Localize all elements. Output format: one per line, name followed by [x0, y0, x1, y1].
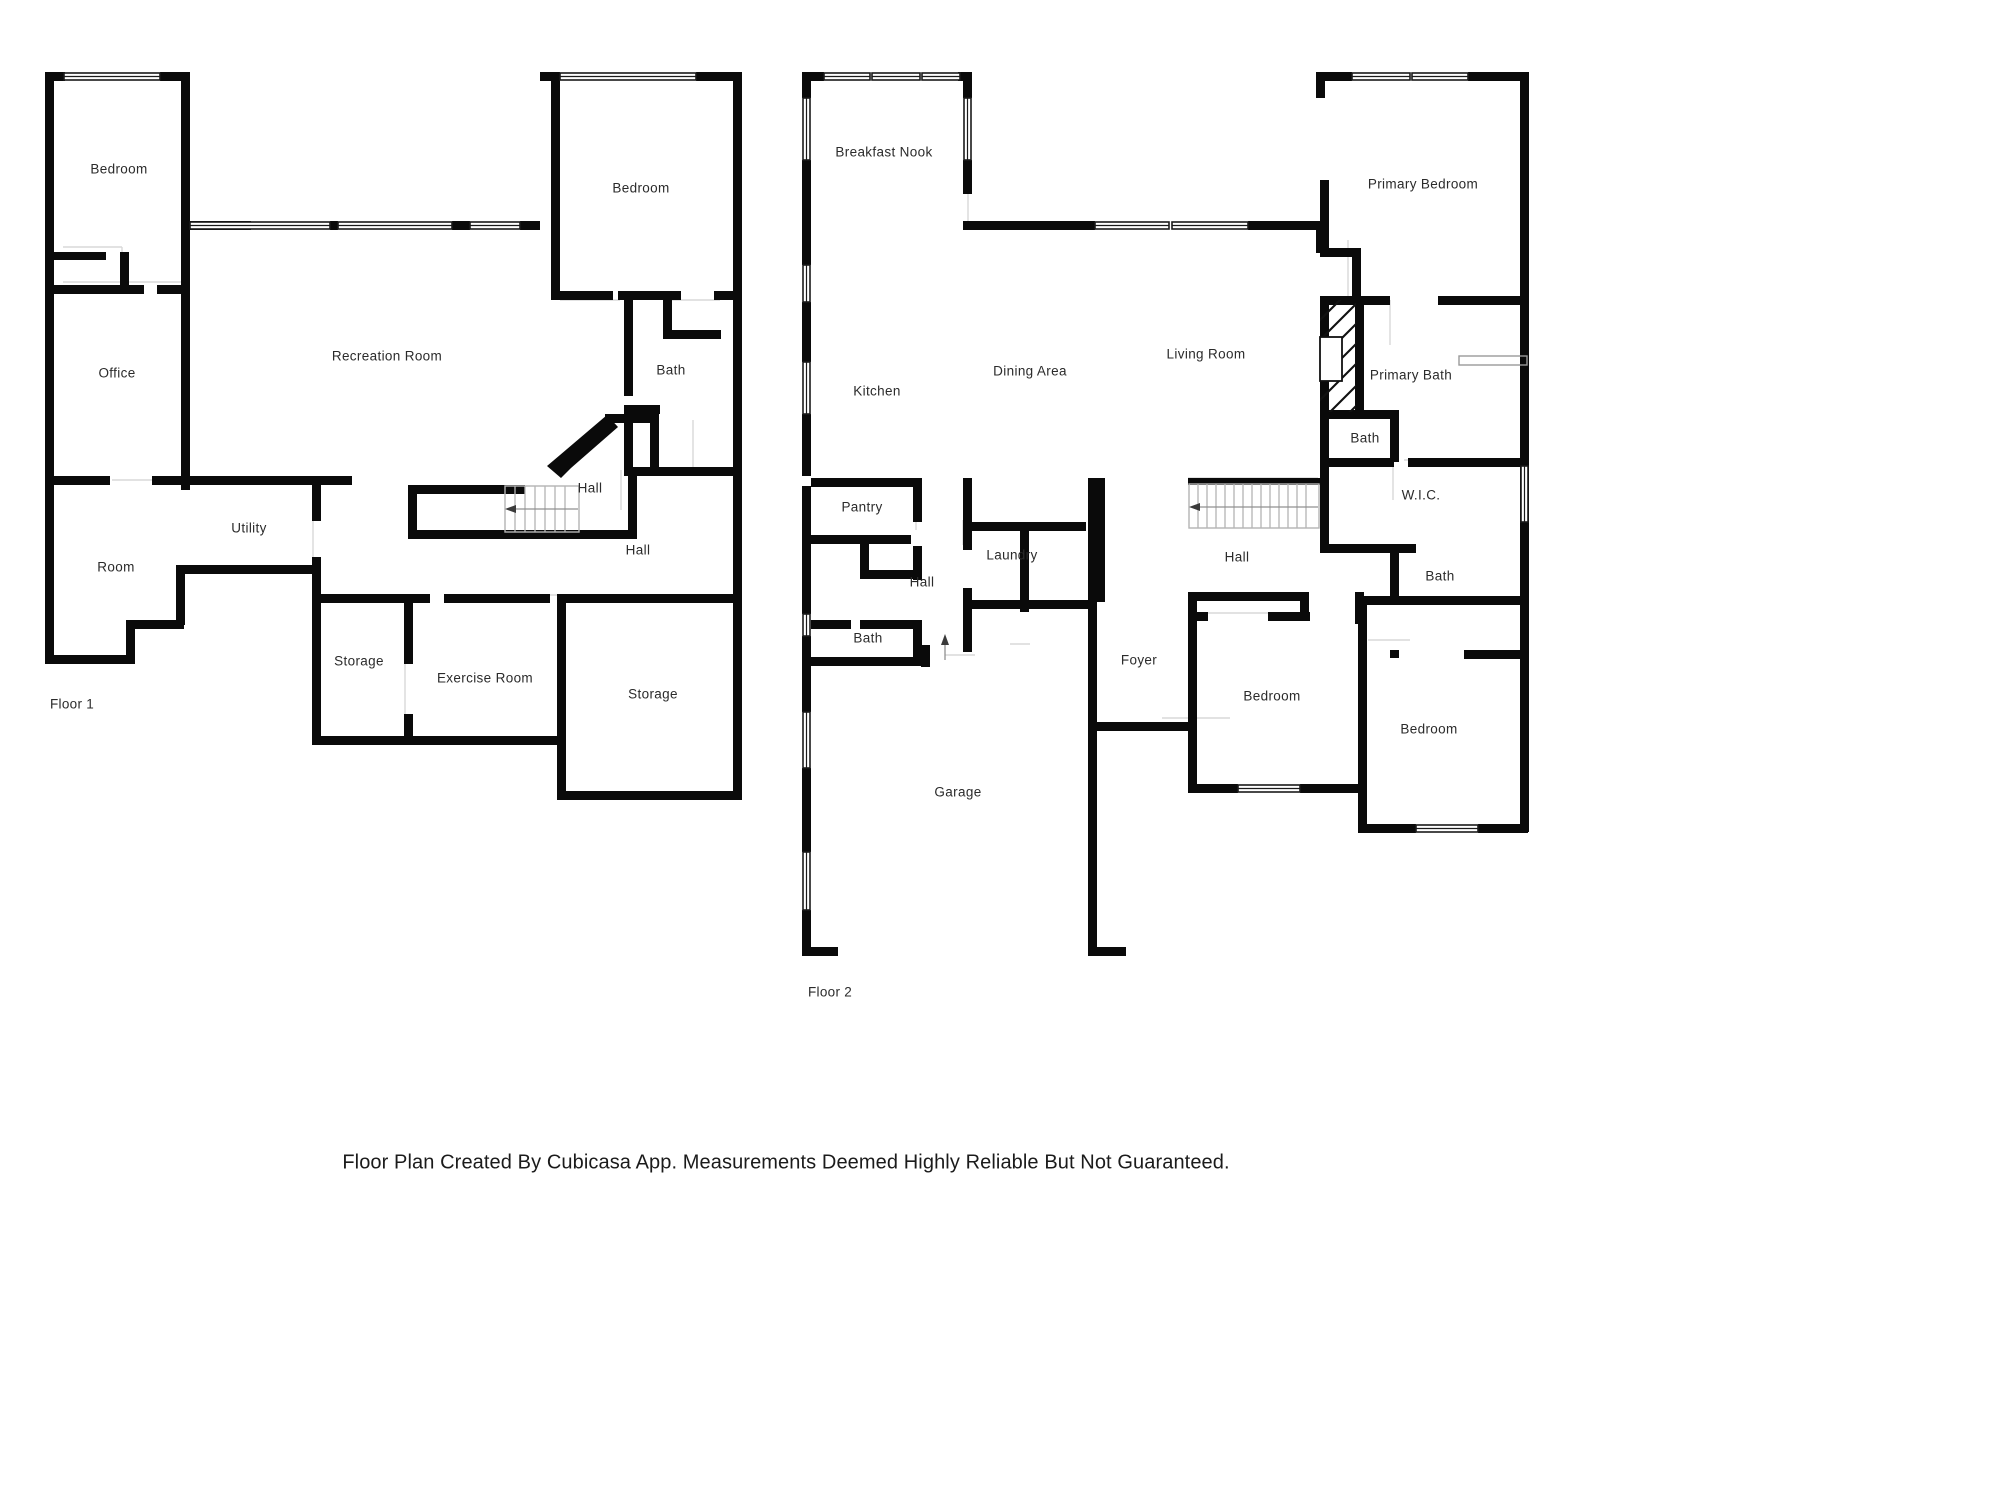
plan-caption: Floor Plan Created By Cubicasa App. Meas… [342, 1151, 1229, 1173]
room-label-breakfast-nook: Breakfast Nook [835, 145, 932, 160]
floor-1-walls [45, 72, 742, 800]
floor-1-stairs [504, 485, 580, 533]
room-label-laundry: Laundry [986, 548, 1037, 563]
room-label-pantry: Pantry [841, 500, 882, 515]
room-label-bedroom-f2b: Bedroom [1400, 722, 1457, 737]
room-label-storage: Storage [334, 654, 384, 669]
room-label-bedroom-2: Bedroom [612, 181, 669, 196]
room-label-hall-f2a: Hall [910, 575, 935, 590]
room-label-exercise-room: Exercise Room [437, 671, 533, 686]
room-label-bath-f2c: Bath [853, 631, 882, 646]
room-label-living-room: Living Room [1167, 347, 1246, 362]
floor-2-stairs [1188, 483, 1320, 529]
floor-2-label: Floor 2 [808, 985, 852, 1000]
fireplace-hatch-icon [1319, 300, 1356, 412]
room-label-hall-f2b: Hall [1225, 550, 1250, 565]
room-label-office: Office [98, 366, 135, 381]
room-label-wic: W.I.C. [1402, 488, 1441, 503]
room-label-utility: Utility [231, 521, 266, 536]
room-label-bath: Bath [656, 363, 685, 378]
room-label-hall: Hall [578, 481, 603, 496]
floor-1-label: Floor 1 [50, 697, 94, 712]
room-label-recreation-room: Recreation Room [332, 349, 442, 364]
room-label-bedroom: Bedroom [90, 162, 147, 177]
room-label-storage-2: Storage [628, 687, 678, 702]
room-label-primary-bedroom: Primary Bedroom [1368, 177, 1478, 192]
room-label-bath-f2b: Bath [1425, 569, 1454, 584]
room-label-dining-area: Dining Area [993, 364, 1067, 379]
floor-2-fixtures [1458, 355, 1528, 366]
room-label-foyer: Foyer [1121, 653, 1157, 668]
floor-2-door-markers [941, 634, 949, 660]
floor-2-walls [802, 72, 1529, 956]
room-label-kitchen: Kitchen [853, 384, 900, 399]
floor-1-group [45, 72, 742, 800]
room-label-hall-2: Hall [626, 543, 651, 558]
room-label-room: Room [97, 560, 134, 575]
room-label-bath-f2a: Bath [1350, 431, 1379, 446]
floor-2-group [802, 72, 1529, 956]
floor-1-windows [63, 72, 697, 230]
room-label-garage: Garage [934, 785, 981, 800]
room-label-bedroom-f2a: Bedroom [1243, 689, 1300, 704]
floor-1-room-labels: Bedroom Office Room Utility Recreation R… [90, 162, 685, 702]
room-label-primary-bath: Primary Bath [1370, 368, 1452, 383]
floor-2-room-labels: Breakfast Nook Kitchen Dining Area Livin… [835, 145, 1478, 800]
floor-2-windows [802, 72, 1529, 911]
